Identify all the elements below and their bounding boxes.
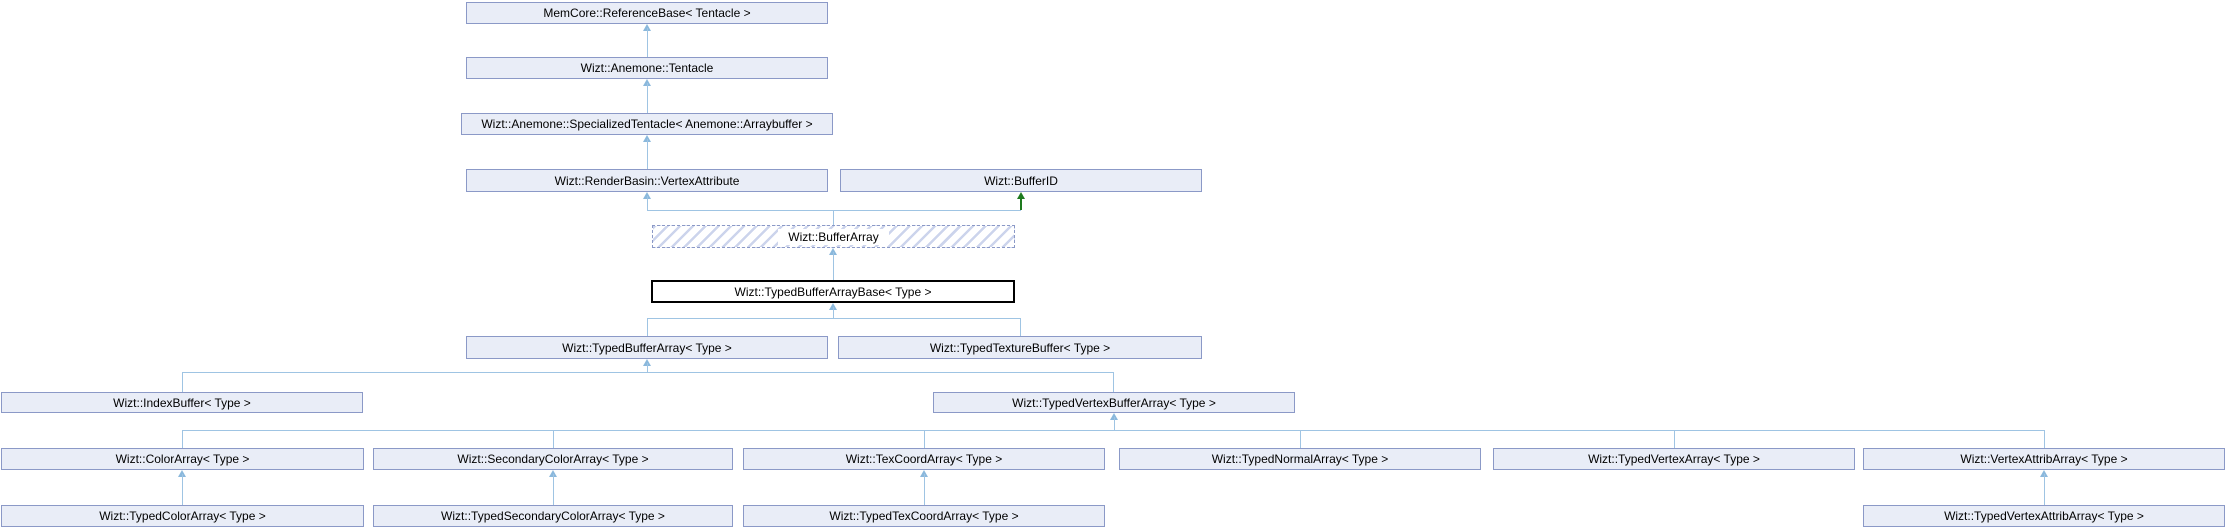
edge-typed-buffer-array-base-to-buffer-array — [833, 252, 834, 280]
edge-buffer-array-to-vertex-attribute — [647, 196, 648, 210]
class-node-label: Wizt::TypedTextureBuffer< Type > — [929, 340, 1111, 355]
class-node-label: Wizt::IndexBuffer< Type > — [113, 395, 251, 410]
class-node-specialized-tentacle[interactable]: Wizt::Anemone::SpecializedTentacle< Anem… — [461, 113, 833, 135]
edge-color-array-branch — [182, 430, 183, 448]
class-node-typed-vertex-attrib-array[interactable]: Wizt::TypedVertexAttribArray< Type > — [1863, 505, 2225, 527]
edge-buffer-array-to-buffer-id-protected — [1020, 198, 1022, 210]
class-node-label: Wizt::TypedTexCoordArray< Type > — [829, 509, 1019, 523]
class-node-typed-vertex-buffer-array[interactable]: Wizt::TypedVertexBufferArray< Type > — [933, 392, 1295, 413]
edge-typed-vertex-buffer-array-branch — [1113, 372, 1114, 392]
edge-to-typed-buffer-array-stem — [647, 363, 648, 372]
edge-typed-vertex-array-branch — [1674, 430, 1675, 448]
edge-tex-coord-array-branch — [924, 430, 925, 448]
class-node-index-buffer[interactable]: Wizt::IndexBuffer< Type > — [1, 392, 363, 413]
arrowhead-tentacle-to-reference-base — [643, 24, 651, 31]
edge-typed-color-array-to-color-array — [182, 474, 183, 505]
edge-typed-texture-buffer-branch — [1020, 318, 1021, 336]
arrowhead-to-typed-buffer-array — [643, 359, 651, 366]
class-node-label: Wizt::RenderBasin::VertexAttribute — [554, 173, 740, 188]
edge-index-buffer-branch — [182, 372, 183, 392]
edge-to-typed-vertex-buffer-array-crossbar — [182, 430, 2044, 431]
class-node-typed-secondary-color-array[interactable]: Wizt::TypedSecondaryColorArray< Type > — [373, 505, 733, 527]
class-node-vertex-attribute[interactable]: Wizt::RenderBasin::VertexAttribute — [466, 169, 828, 192]
edge-vertex-attrib-array-branch — [2044, 430, 2045, 448]
class-node-label: Wizt::VertexAttribArray< Type > — [1960, 452, 2128, 466]
edge-buffer-array-crossbar — [647, 210, 1021, 211]
edge-to-typed-buffer-array-base-stem — [833, 307, 834, 318]
arrowhead-vertex-attribute-to-specialized-tentacle — [643, 135, 651, 142]
class-node-vertex-attrib-array[interactable]: Wizt::VertexAttribArray< Type > — [1863, 448, 2225, 470]
class-node-tentacle[interactable]: Wizt::Anemone::Tentacle — [466, 57, 828, 79]
arrowhead-specialized-tentacle-to-tentacle — [643, 79, 651, 86]
edge-typed-tex-coord-array-to-tex-coord-array — [924, 474, 925, 505]
class-node-label: Wizt::TypedVertexBufferArray< Type > — [1012, 395, 1216, 410]
edge-to-typed-buffer-array-base-crossbar — [647, 318, 1020, 319]
class-node-label: Wizt::Anemone::SpecializedTentacle< Anem… — [481, 117, 813, 131]
edge-typed-vertex-attrib-array-to-vertex-attrib-array — [2044, 474, 2045, 505]
class-node-label: Wizt::TypedBufferArray< Type > — [562, 340, 732, 355]
class-node-secondary-color-array[interactable]: Wizt::SecondaryColorArray< Type > — [373, 448, 733, 470]
arrowhead-typed-secondary-color-array-to-secondary-color-array — [549, 470, 557, 477]
edge-to-typed-vertex-buffer-array-stem — [1114, 417, 1115, 430]
edge-vertex-attribute-to-specialized-tentacle — [647, 139, 648, 169]
class-node-label: Wizt::TypedBufferArrayBase< Type > — [734, 284, 932, 299]
class-node-buffer-array[interactable]: Wizt::BufferArray — [652, 225, 1015, 248]
class-node-label: Wizt::TypedSecondaryColorArray< Type > — [441, 509, 665, 523]
edge-secondary-color-array-branch — [553, 430, 554, 448]
class-node-label: Wizt::TypedNormalArray< Type > — [1211, 452, 1389, 466]
edge-buffer-array-stem — [833, 210, 834, 225]
arrowhead-typed-color-array-to-color-array — [178, 470, 186, 477]
arrowhead-buffer-array-to-vertex-attribute — [643, 192, 651, 199]
edge-specialized-tentacle-to-tentacle — [647, 83, 648, 113]
edge-typed-normal-array-branch — [1300, 430, 1301, 448]
class-node-label: Wizt::SecondaryColorArray< Type > — [457, 452, 649, 466]
class-node-typed-tex-coord-array[interactable]: Wizt::TypedTexCoordArray< Type > — [743, 505, 1105, 527]
class-node-label: Wizt::BufferArray — [778, 228, 889, 245]
class-node-reference-base[interactable]: MemCore::ReferenceBase< Tentacle > — [466, 2, 828, 24]
edge-tentacle-to-reference-base — [647, 28, 648, 57]
arrowhead-typed-vertex-attrib-array-to-vertex-attrib-array — [2040, 470, 2048, 477]
class-node-typed-texture-buffer[interactable]: Wizt::TypedTextureBuffer< Type > — [838, 336, 1202, 359]
class-node-tex-coord-array[interactable]: Wizt::TexCoordArray< Type > — [743, 448, 1105, 470]
arrowhead-typed-tex-coord-array-to-tex-coord-array — [920, 470, 928, 477]
class-node-color-array[interactable]: Wizt::ColorArray< Type > — [1, 448, 364, 470]
class-node-typed-color-array[interactable]: Wizt::TypedColorArray< Type > — [1, 505, 364, 527]
edge-typed-secondary-color-array-to-secondary-color-array — [553, 474, 554, 505]
class-node-label: Wizt::Anemone::Tentacle — [580, 61, 714, 75]
class-node-label: Wizt::BufferID — [984, 173, 1058, 188]
arrowhead-to-typed-vertex-buffer-array — [1110, 413, 1118, 420]
class-node-label: Wizt::TypedVertexAttribArray< Type > — [1944, 509, 2144, 523]
arrowhead-typed-buffer-array-base-to-buffer-array — [829, 248, 837, 255]
class-node-label: Wizt::TypedVertexArray< Type > — [1588, 452, 1760, 466]
arrowhead-to-typed-buffer-array-base — [829, 303, 837, 310]
class-node-label: Wizt::TypedColorArray< Type > — [99, 509, 266, 523]
edge-to-typed-buffer-array-crossbar — [182, 372, 1113, 373]
class-node-typed-vertex-array[interactable]: Wizt::TypedVertexArray< Type > — [1493, 448, 1855, 470]
class-node-typed-normal-array[interactable]: Wizt::TypedNormalArray< Type > — [1119, 448, 1481, 470]
class-node-label: MemCore::ReferenceBase< Tentacle > — [543, 6, 751, 20]
edge-typed-buffer-array-branch — [647, 318, 648, 336]
arrowhead-buffer-array-to-buffer-id-protected — [1017, 192, 1025, 199]
class-node-typed-buffer-array[interactable]: Wizt::TypedBufferArray< Type > — [466, 336, 828, 359]
class-node-typed-buffer-array-base: Wizt::TypedBufferArrayBase< Type > — [651, 280, 1015, 303]
class-node-label: Wizt::ColorArray< Type > — [115, 452, 250, 466]
class-node-label: Wizt::TexCoordArray< Type > — [845, 452, 1003, 466]
class-node-buffer-id[interactable]: Wizt::BufferID — [840, 169, 1202, 192]
